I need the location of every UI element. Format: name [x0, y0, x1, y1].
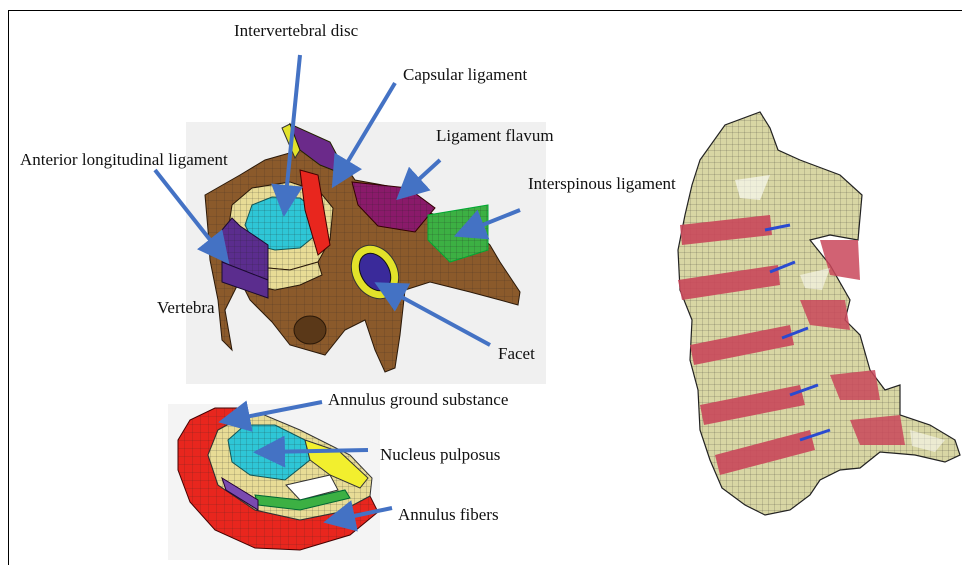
label-annulus-ground-substance: Annulus ground substance — [328, 391, 508, 408]
label-nucleus-pulposus: Nucleus pulposus — [380, 446, 500, 463]
label-anterior-longitudinal-ligament: Anterior longitudinal ligament — [20, 151, 228, 168]
label-intervertebral-disc: Intervertebral disc — [234, 22, 358, 39]
spine-ligament-4 — [850, 415, 905, 445]
cervical-spine-model — [678, 112, 960, 515]
disc-model — [168, 404, 380, 560]
label-interspinous-ligament: Interspinous ligament — [528, 175, 676, 192]
vertebral-foramen — [294, 316, 326, 344]
label-facet: Facet — [498, 345, 535, 362]
label-annulus-fibers: Annulus fibers — [398, 506, 499, 523]
arrow-nucleus-pulposus — [265, 450, 368, 452]
vertebra-model — [186, 122, 546, 384]
label-ligament-flavum: Ligament flavum — [436, 127, 554, 144]
label-vertebra: Vertebra — [157, 299, 215, 316]
label-capsular-ligament: Capsular ligament — [403, 66, 527, 83]
